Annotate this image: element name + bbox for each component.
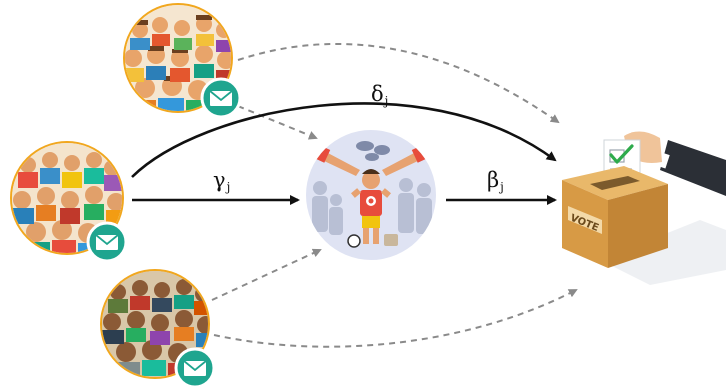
beta-symbol: β: [487, 168, 500, 192]
gamma-subscript: j: [226, 180, 231, 194]
ballot-box-icon: VOTE: [562, 131, 726, 285]
beta-subscript: j: [500, 180, 504, 194]
arrow-delta: [131, 102, 557, 178]
delta-subscript: j: [384, 94, 389, 108]
envelope-icon: [200, 77, 242, 119]
delta-symbol: δ: [371, 82, 384, 106]
dashed-arrow-bottom-to-person: [211, 248, 322, 301]
gamma-label: γj: [213, 168, 231, 194]
crowd-group-top: [123, 3, 233, 113]
beta-label: βj: [487, 168, 504, 194]
checkmark-icon: [609, 144, 634, 164]
delta-label: δj: [371, 82, 389, 108]
gamma-symbol: γ: [213, 168, 226, 192]
envelope-icon: [174, 347, 216, 389]
dashed-arrow-bottom-to-vote: [213, 289, 578, 348]
envelope-icon: [86, 221, 128, 263]
dashed-arrow-top-to-person: [227, 101, 318, 140]
dashed-arrow-top-to-vote: [237, 42, 560, 124]
pressured-person-icon: [306, 130, 436, 260]
